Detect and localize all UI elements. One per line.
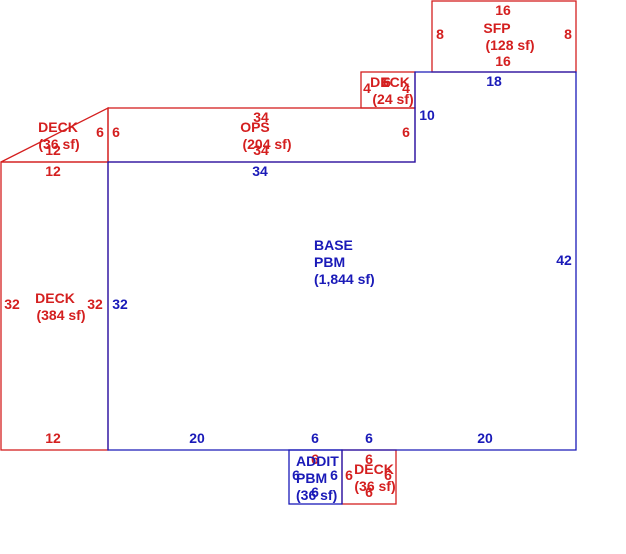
deck-left-label: DECK	[35, 290, 75, 306]
deck-top-dim-top-b: 6	[383, 74, 391, 90]
base-label-line1: BASE	[314, 237, 353, 253]
sfp-dim-right: 8	[564, 26, 572, 42]
deck-top-dim-right: 4	[402, 80, 410, 96]
deck-bottom-area: (36 sf)	[354, 478, 395, 494]
base-dim-bottom-mid-a: 6	[311, 430, 319, 446]
base-dim-step: 10	[419, 107, 435, 123]
ops-area: (204 sf)	[242, 136, 291, 152]
base-dim-bottom-right: 20	[477, 430, 493, 446]
addit-area: (36 sf)	[296, 487, 337, 503]
ops-label: OPS	[240, 119, 270, 135]
ops-dim-right: 6	[402, 124, 410, 140]
deck-bottom-dim-top: 6	[365, 451, 373, 467]
addit-outline	[288, 449, 343, 505]
deck-left-area: (384 sf)	[36, 307, 85, 323]
deck-upper-left-area: (36 sf)	[38, 136, 79, 152]
deck-bottom-dim-right: 6	[384, 467, 392, 483]
deck-left-dim-bottom: 12	[45, 430, 61, 446]
base-dim-bottom-mid-b: 6	[365, 430, 373, 446]
addit-dim-left: 6	[292, 467, 300, 483]
deck-bottom-dim-bottom: 6	[365, 484, 373, 500]
deck-bottom-dim-left: 6	[345, 467, 353, 483]
addit-dim-bottom: 6	[311, 484, 319, 500]
ops-dim-left: 6	[112, 124, 120, 140]
deck-upper-left-dim-inner: 12	[45, 142, 61, 158]
base-outline	[107, 71, 577, 451]
addit-dim-top: 6	[311, 451, 319, 467]
base-dim-bottom-left: 20	[189, 430, 205, 446]
ops-dim-top: 34	[253, 109, 269, 125]
deck-upper-left-dim-right: 6	[96, 124, 104, 140]
addit-label-line2: PBM	[296, 470, 327, 486]
deck-left-dim-left: 32	[4, 296, 20, 312]
deck-upper-left-dim-bottom: 12	[45, 163, 61, 179]
addit-dim-right: 6	[330, 467, 338, 483]
base-dim-right: 42	[556, 252, 572, 268]
sfp-dim-bottom: 16	[495, 53, 511, 69]
deck-left-dim-right: 32	[87, 296, 103, 312]
deck-upper-left-label: DECK	[38, 119, 78, 135]
addit-label-line1: ADDIT	[296, 453, 339, 469]
deck-top-dim-left: 4	[363, 80, 371, 96]
deck-bottom-label: DECK	[354, 461, 394, 477]
sfp-dim-left: 8	[436, 26, 444, 42]
sfp-dim-top: 16	[495, 2, 511, 18]
deck-top-dim-top-a: 6	[381, 74, 389, 90]
ops-dim-bottom: 34	[253, 142, 269, 158]
base-dim-top-left: 34	[252, 163, 268, 179]
sfp-area: (128 sf)	[485, 37, 534, 53]
base-area: (1,844 sf)	[314, 271, 375, 287]
deck-top-label: DECK	[370, 74, 410, 90]
base-dim-top-right: 18	[486, 73, 502, 89]
base-dim-left: 32	[112, 296, 128, 312]
base-label-line2: PBM	[314, 254, 345, 270]
deck-top-area: (24 sf)	[372, 91, 413, 107]
sfp-label: SFP	[483, 20, 510, 36]
